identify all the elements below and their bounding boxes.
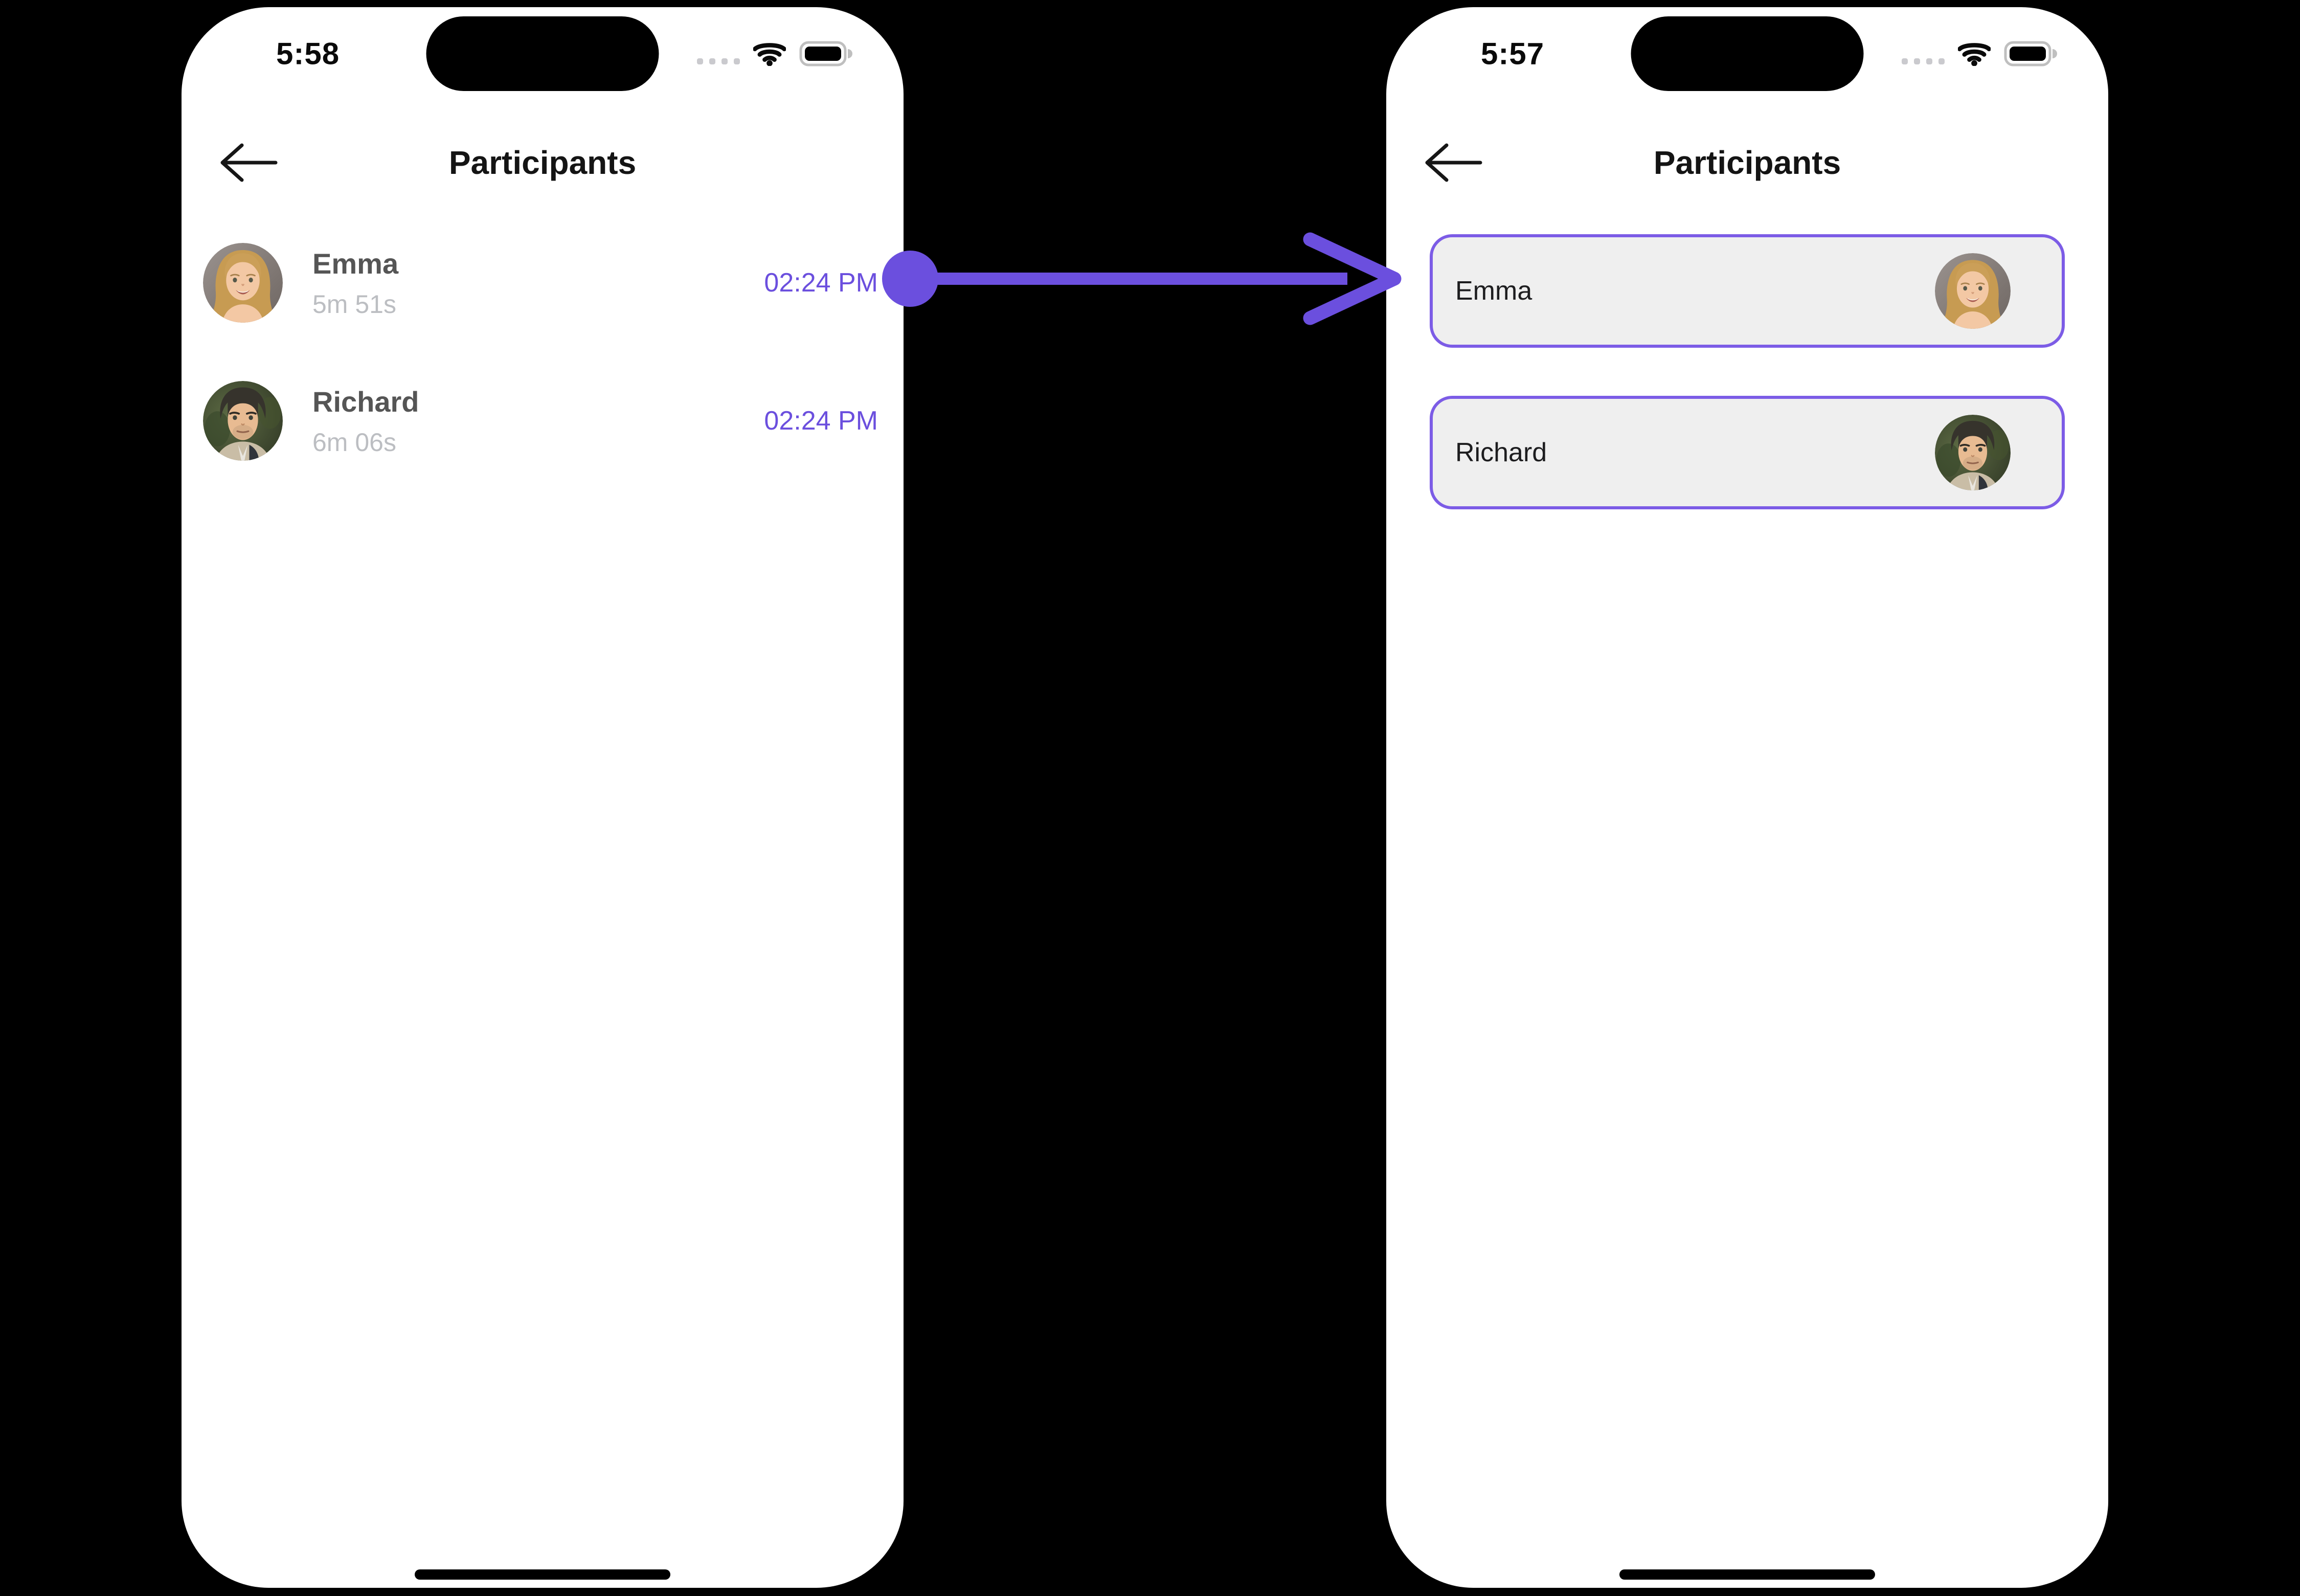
dynamic-island (426, 16, 659, 91)
status-bar: 5:57 (1386, 20, 2108, 87)
cellular-dots-icon (1902, 58, 1945, 64)
status-icons (697, 41, 852, 66)
participant-name: Richard (312, 385, 419, 418)
avatar-emma (203, 243, 283, 323)
participant-info: Emma 5m 51s (312, 247, 398, 319)
participant-name: Richard (1455, 438, 1547, 467)
participant-joined-time: 02:24 PM (764, 406, 878, 436)
phone-screen-participants-list: 5:58 Participants (182, 7, 904, 1588)
participant-name: Emma (1455, 276, 1532, 306)
avatar-richard (1935, 415, 2011, 490)
phone-screen-participants-cards: 5:57 Participants Emma (1386, 7, 2108, 1588)
wifi-icon (753, 43, 786, 66)
home-indicator[interactable] (415, 1569, 670, 1580)
status-time: 5:58 (276, 36, 340, 71)
participant-card-richard[interactable]: Richard (1430, 396, 2065, 509)
back-button[interactable] (1422, 142, 1484, 184)
back-button[interactable] (217, 142, 280, 184)
participant-row-richard[interactable]: Richard 6m 06s 02:24 PM (182, 352, 904, 490)
arrow-left-icon (220, 143, 278, 182)
participants-card-list: Emma Richard (1430, 234, 2065, 509)
arrow-head (1303, 232, 1402, 325)
avatar-richard (203, 381, 283, 461)
status-icons (1902, 41, 2057, 66)
wifi-icon (1958, 43, 1991, 66)
battery-icon (799, 41, 852, 66)
arrow-left-icon (1425, 143, 1482, 182)
transition-arrow (882, 232, 1402, 325)
home-indicator[interactable] (1619, 1569, 1875, 1580)
dynamic-island (1631, 16, 1864, 91)
participants-list: Emma 5m 51s 02:24 PM Richard 6m 06s 02:2… (182, 214, 904, 490)
page-title: Participants (448, 144, 637, 181)
avatar-emma (1935, 253, 2011, 329)
screen-header: Participants (182, 137, 904, 188)
status-bar: 5:58 (182, 20, 904, 87)
cellular-dots-icon (697, 58, 740, 64)
screen-header: Participants (1386, 137, 2108, 188)
participant-joined-time: 02:24 PM (764, 268, 878, 298)
participant-row-emma[interactable]: Emma 5m 51s 02:24 PM (182, 214, 904, 352)
status-time: 5:57 (1481, 36, 1545, 71)
participant-name: Emma (312, 247, 399, 280)
participant-card-emma[interactable]: Emma (1430, 234, 2065, 348)
participant-duration: 5m 51s (312, 289, 396, 319)
page-title: Participants (1653, 144, 1841, 181)
participant-duration: 6m 06s (312, 428, 396, 457)
participant-info: Richard 6m 06s (312, 385, 419, 457)
battery-icon (2004, 41, 2057, 66)
